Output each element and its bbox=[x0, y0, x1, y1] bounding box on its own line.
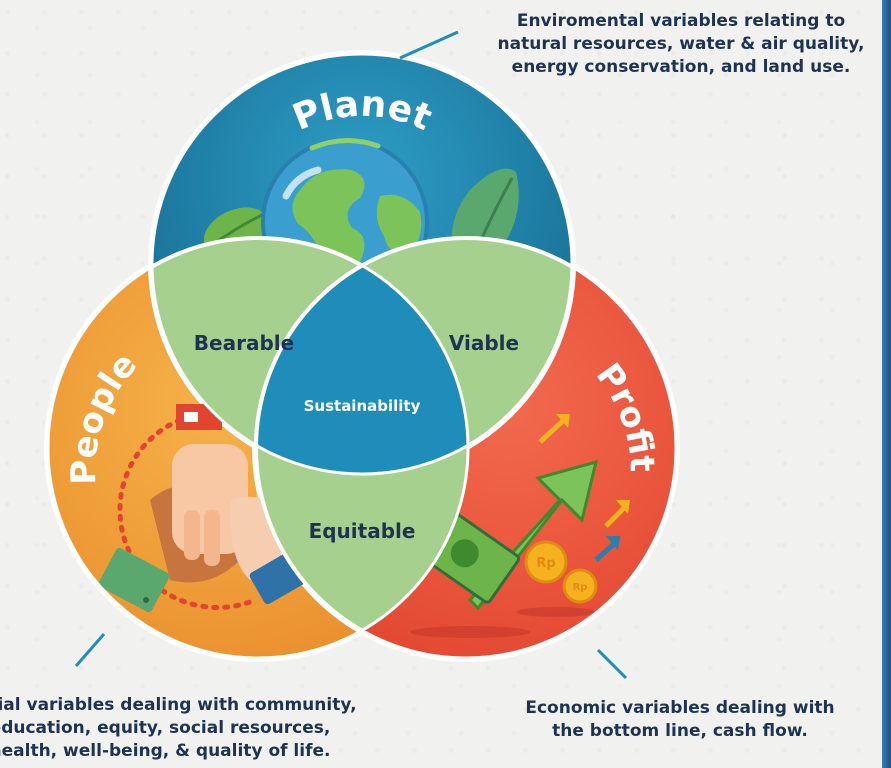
coin-label-small: Rp bbox=[573, 582, 588, 593]
planet-caption: Enviromental variables relating to natur… bbox=[497, 11, 865, 77]
right-edge-bar bbox=[882, 0, 891, 768]
profit-callout-line bbox=[596, 648, 628, 680]
people-caption: Social variables dealing with community,… bbox=[0, 695, 357, 761]
sustainability-label: Sustainability bbox=[304, 397, 421, 415]
viable-label: Viable bbox=[449, 331, 519, 355]
equitable-label: Equitable bbox=[309, 519, 416, 543]
planet-callout-line bbox=[399, 30, 459, 60]
people-callout-line bbox=[74, 633, 106, 667]
handshake-icon bbox=[98, 404, 307, 613]
bearable-label: Bearable bbox=[194, 331, 294, 355]
coin-label: Rp bbox=[536, 556, 555, 571]
profit-caption: Economic variables dealing with the bott… bbox=[525, 698, 835, 741]
